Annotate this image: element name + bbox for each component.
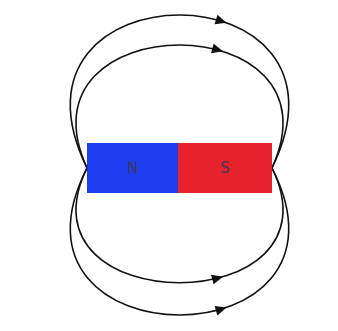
pole-letter: N xyxy=(127,159,138,177)
arrow-head xyxy=(211,44,223,54)
north-pole: N xyxy=(87,143,178,193)
arrow-head xyxy=(211,275,223,285)
arrow-head xyxy=(215,15,227,25)
pole-letter: S xyxy=(220,159,230,177)
arrow-head xyxy=(215,306,227,316)
south-pole: S xyxy=(178,143,272,193)
